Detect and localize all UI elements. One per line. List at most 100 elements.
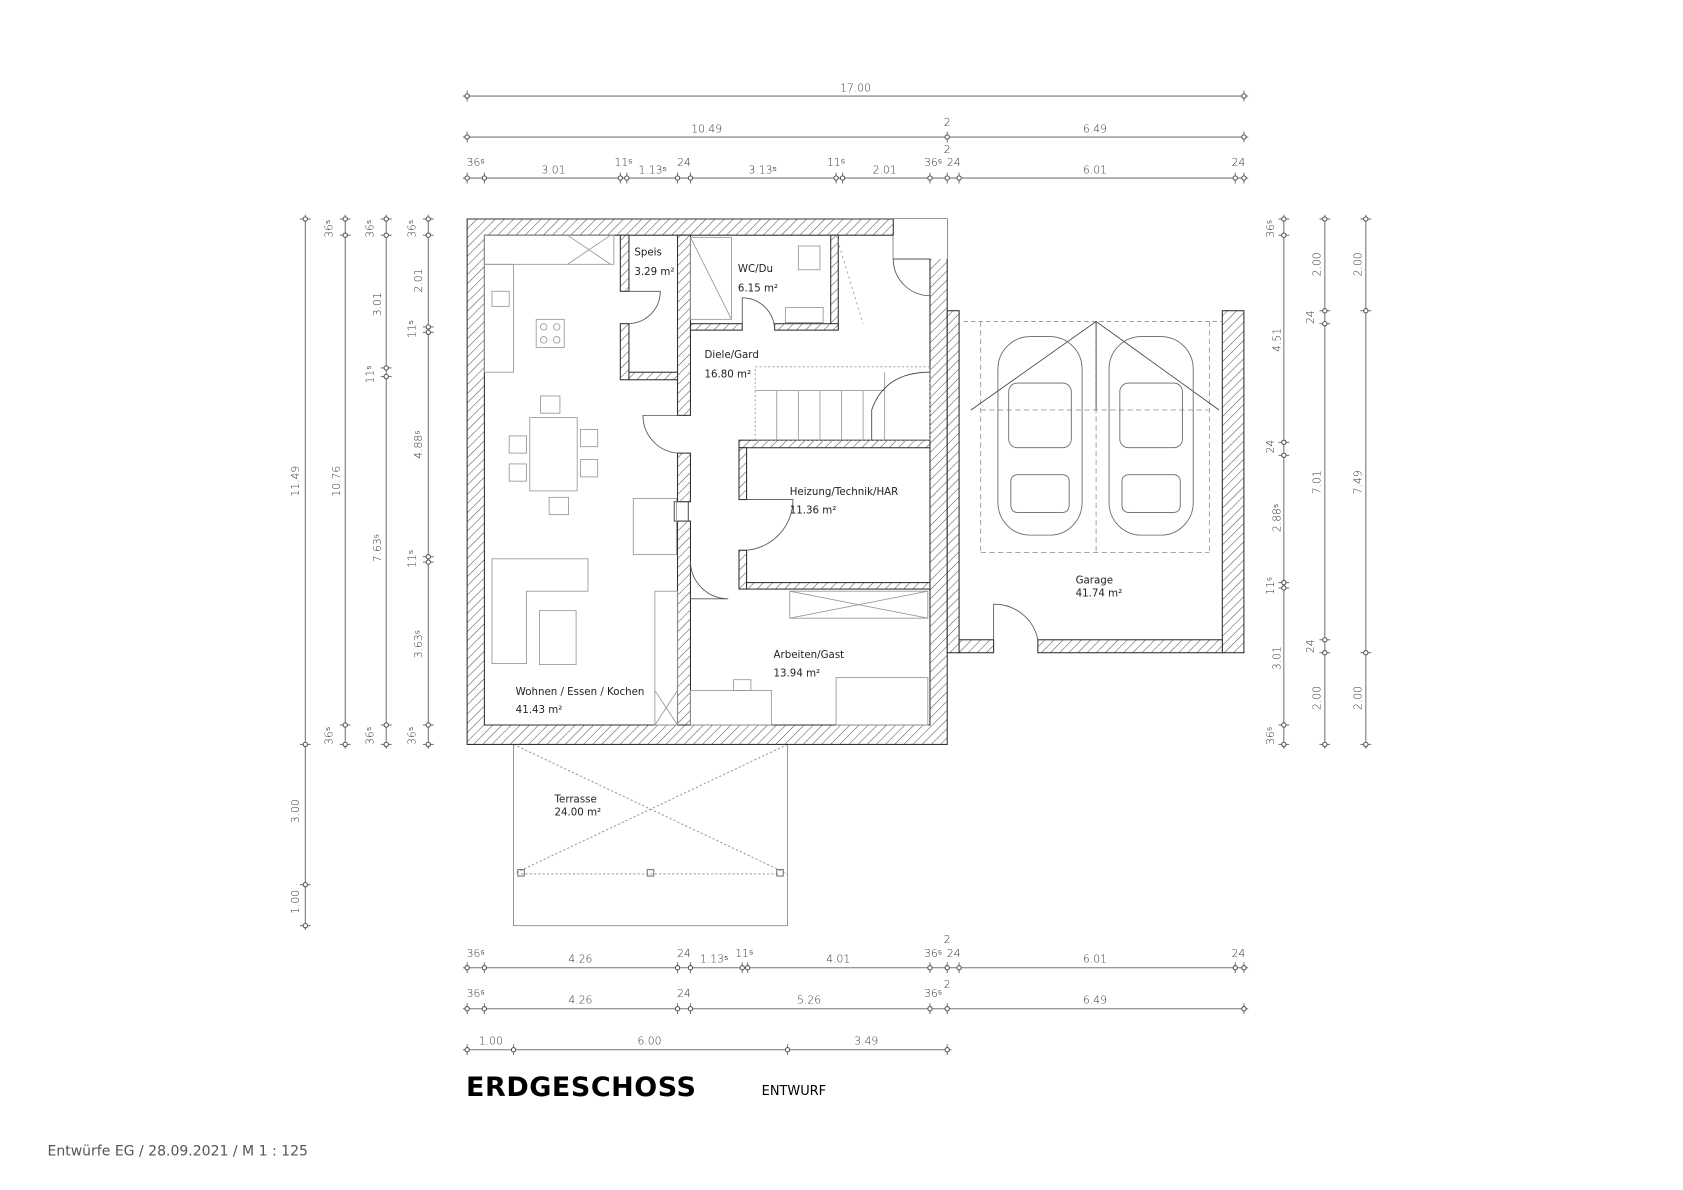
dimension-node (1322, 308, 1328, 314)
doors (628, 258, 1039, 640)
room-labels: Speis 3.29 m² WC/Du 6.15 m² Diele/Gard 1… (516, 247, 1123, 819)
dimension-node (1322, 741, 1328, 748)
dimension-node (1363, 216, 1369, 222)
dimension-node (687, 965, 694, 971)
dim-chain-top-2 (462, 131, 1249, 143)
dim-label: 24 (947, 947, 961, 960)
dim-chain-left-2 (339, 214, 351, 749)
dim-label: 6.01 (1083, 952, 1107, 965)
dim-label: 24 (1232, 156, 1246, 169)
dim-label: 24 (1264, 440, 1277, 454)
dim-label: 3.49 (854, 1034, 878, 1047)
dim-label: 17.00 (840, 82, 871, 95)
car-icon (1108, 336, 1194, 536)
dimension-node (944, 965, 950, 971)
room-name-garage: Garage (1076, 575, 1113, 587)
dimension-node (744, 965, 751, 971)
dim-label: 7.49 (1352, 470, 1365, 494)
dim-label: 36⁵ (363, 727, 376, 745)
dimension-node (1281, 585, 1287, 591)
room-area-garage: 41.74 m² (1076, 588, 1123, 600)
dimension-node (342, 216, 348, 222)
dimension-node (1281, 741, 1287, 748)
dim-label: 3.01 (371, 292, 384, 316)
dim-label: 24 (1304, 310, 1317, 324)
dim-label: 11⁵ (614, 156, 632, 169)
room-name-heizung: Heizung/Technik/HAR (790, 486, 899, 498)
dimension-node (383, 722, 389, 728)
dim-label: 24 (677, 947, 691, 960)
dim-label: 1.00 (289, 890, 302, 914)
dimension-node (1241, 1006, 1247, 1012)
dimension-node (944, 1006, 950, 1012)
dim-label: 4.88⁵ (412, 430, 425, 458)
dimension-node (927, 1006, 933, 1012)
dim-chain-bottom-3 (462, 1044, 952, 1056)
dimension-node (1281, 452, 1287, 458)
dimension-node (383, 741, 389, 748)
dim-label: 7.01 (1311, 470, 1324, 494)
dim-label: 6.49 (1083, 993, 1107, 1006)
dim-label: 11⁵ (405, 320, 418, 338)
dim-label: 4.26 (568, 952, 592, 965)
dimension-node (839, 175, 846, 181)
dim-label: 10.49 (691, 123, 722, 136)
dim-label: 24 (677, 987, 691, 1000)
room-area-wc: 6.15 m² (738, 282, 778, 294)
dim-label: 3.00 (289, 799, 302, 823)
drawing-subtitle: ENTWURF (762, 1084, 826, 1099)
dim-label: 36⁵ (467, 156, 485, 169)
dim-label: 3.01 (541, 164, 565, 177)
dimension-node (1322, 650, 1328, 656)
dimension-node (1281, 216, 1287, 222)
dim-chain-bottom-2 (462, 1003, 1249, 1015)
dim-label: 4.26 (568, 993, 592, 1006)
dimension-node (425, 324, 431, 330)
dimension-node (425, 722, 431, 728)
dimension-node (784, 1047, 791, 1053)
dimension-lines (299, 90, 1372, 1056)
dim-label: 1.00 (479, 1034, 503, 1047)
room-area-heizung: 11.36 m² (790, 505, 837, 517)
dimension-node (481, 175, 488, 181)
dimension-node (1241, 93, 1247, 99)
dim-label: 36⁵ (924, 947, 942, 960)
dim-label: 2 (944, 116, 951, 129)
dimension-node (464, 93, 470, 99)
room-name-wohnen: Wohnen / Essen / Kochen (516, 686, 645, 698)
dim-chain-top-1 (462, 90, 1249, 102)
dimension-node (1363, 650, 1369, 656)
dim-label: 24 (1232, 947, 1246, 960)
dimension-node (425, 554, 431, 560)
dim-label: 7.63⁵ (371, 534, 384, 562)
dim-label: 5.26 (797, 993, 821, 1006)
dim-label: 36⁵ (1264, 727, 1277, 745)
terrace (513, 743, 788, 927)
dim-label: 2.01 (873, 164, 897, 177)
dimension-node (425, 216, 431, 222)
dimension-node (302, 922, 309, 929)
dimension-node (302, 881, 309, 888)
dim-label: 24 (677, 156, 691, 169)
dim-label: 11.49 (289, 466, 302, 497)
dim-label: 2.00 (1352, 686, 1365, 710)
dim-label: 2 (944, 143, 951, 156)
dimension-node (464, 175, 470, 181)
dimension-node (944, 1047, 950, 1053)
dimension-node (674, 965, 681, 971)
dimension-node (1232, 965, 1238, 971)
dimension-node (302, 216, 309, 222)
dim-label: 36⁵ (1264, 220, 1277, 238)
dimension-node (464, 1047, 470, 1053)
dimension-node (342, 741, 348, 748)
garage-parking (970, 320, 1220, 553)
dim-label: 11⁵ (827, 156, 845, 169)
dimension-node (510, 1047, 517, 1053)
dimension-node (674, 1006, 681, 1012)
dimension-node (739, 965, 745, 971)
dim-label: 6.49 (1083, 123, 1107, 136)
dim-label: 2.00 (1311, 686, 1324, 710)
dimension-node (944, 134, 950, 140)
room-name-arbeiten: Arbeiten/Gast (774, 649, 845, 661)
